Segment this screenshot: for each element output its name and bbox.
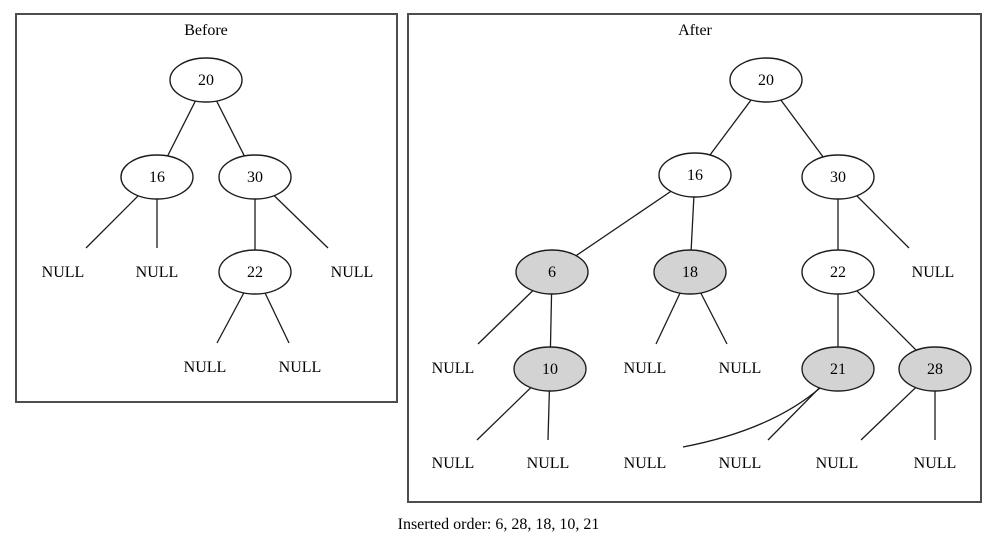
- null-leaf-label: NULL: [912, 264, 955, 281]
- null-leaf-label: NULL: [432, 455, 475, 472]
- null-leaf-label: NULL: [624, 455, 667, 472]
- tree-node-after-16: [658, 152, 732, 198]
- null-leaf-label: NULL: [184, 359, 227, 376]
- tree-node-label-after-21: 21: [830, 361, 846, 378]
- tree-node-before-22: [218, 249, 292, 295]
- tree-node-label-after-18: 18: [682, 264, 698, 281]
- panel-frame-before: [15, 13, 398, 403]
- tree-node-after-6: [515, 249, 589, 295]
- tree-node-after-20: [729, 57, 803, 103]
- tree-node-after-22: [801, 249, 875, 295]
- tree-node-label-before-30: 30: [247, 169, 263, 186]
- tree-node-after-30: [801, 154, 875, 200]
- tree-node-label-after-30: 30: [830, 169, 846, 186]
- caption-inserted-order: Inserted order: 6, 28, 18, 10, 21: [397, 516, 600, 533]
- tree-node-after-18: [653, 249, 727, 295]
- tree-edge-curved: [682, 387, 821, 448]
- null-leaf-label: NULL: [527, 455, 570, 472]
- tree-node-before-20: [169, 57, 243, 103]
- tree-node-label-before-16: 16: [149, 169, 165, 186]
- null-leaf-label: NULL: [914, 455, 957, 472]
- null-leaf-label: NULL: [624, 360, 667, 377]
- tree-node-after-21: [801, 346, 875, 392]
- null-leaf-label: NULL: [719, 360, 762, 377]
- tree-node-before-16: [120, 154, 194, 200]
- null-leaf-label: NULL: [136, 264, 179, 281]
- tree-node-label-after-6: 6: [548, 264, 556, 281]
- panel-frame-after: [407, 13, 982, 503]
- tree-node-after-28: [898, 346, 972, 392]
- tree-node-after-10: [513, 346, 587, 392]
- tree-node-label-after-22: 22: [830, 264, 846, 281]
- tree-node-label-before-20: 20: [198, 72, 214, 89]
- tree-node-before-30: [218, 154, 292, 200]
- panel-title-before: Before: [184, 22, 228, 39]
- null-leaf-label: NULL: [432, 360, 475, 377]
- null-leaf-label: NULL: [279, 359, 322, 376]
- tree-node-label-after-20: 20: [758, 72, 774, 89]
- null-leaf-label: NULL: [42, 264, 85, 281]
- tree-node-label-before-22: 22: [247, 264, 263, 281]
- null-leaf-label: NULL: [331, 264, 374, 281]
- null-leaf-label: NULL: [719, 455, 762, 472]
- tree-node-label-after-10: 10: [542, 361, 558, 378]
- panel-title-after: After: [678, 22, 712, 39]
- tree-node-label-after-28: 28: [927, 361, 943, 378]
- null-leaf-label: NULL: [816, 455, 859, 472]
- tree-node-label-after-16: 16: [687, 167, 703, 184]
